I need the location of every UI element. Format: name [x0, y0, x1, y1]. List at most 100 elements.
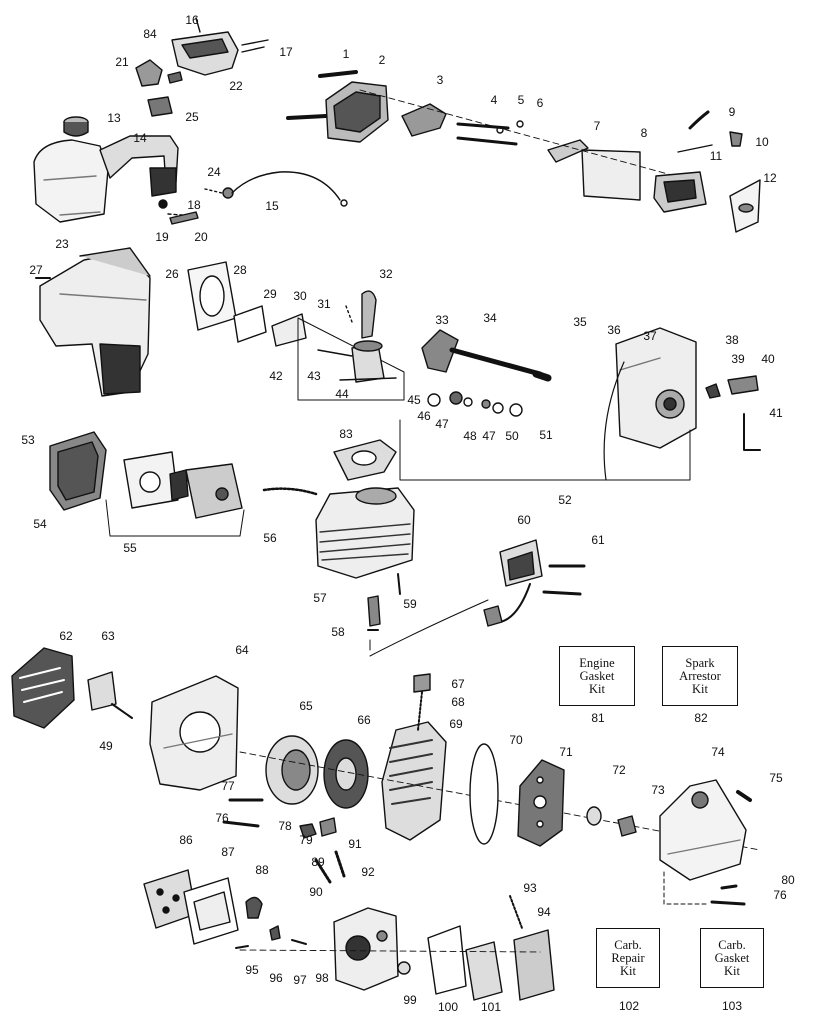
- kit-label-line: Kit: [589, 681, 605, 696]
- part-callout-number: 28: [233, 263, 247, 277]
- part-callout-number: 84: [143, 27, 157, 41]
- part-callout-number: 15: [265, 199, 279, 213]
- part-callout-number: 86: [179, 833, 193, 847]
- part-callout-number: 5: [517, 93, 525, 107]
- part-callout-number: 54: [33, 517, 47, 531]
- part-callout-number: 34: [483, 311, 497, 325]
- kit-label-line: Spark: [685, 655, 715, 670]
- part-callout-number: 57: [313, 591, 327, 605]
- carb-repair-kit-box: Carb. Repair Kit: [596, 928, 660, 988]
- part-callout-number: 61: [591, 533, 605, 547]
- part-callout-number: 63: [101, 629, 115, 643]
- kit-label-line: Repair: [611, 950, 645, 965]
- part-callout-number: 71: [559, 745, 573, 759]
- part-callout-number: 33: [435, 313, 449, 327]
- part-callout-number: 74: [711, 745, 725, 759]
- part-callout-number: 78: [278, 819, 292, 833]
- part-callout-number: 9: [728, 105, 736, 119]
- part-callout-number: 99: [403, 993, 417, 1007]
- part-callout-number: 79: [299, 833, 313, 847]
- muffler-assembly-part: [286, 70, 761, 233]
- part-callout-number: 62: [59, 629, 73, 643]
- kit-label-line: Kit: [724, 963, 740, 978]
- cylinder-part: [315, 439, 415, 631]
- part-callout-number: 8: [640, 126, 648, 140]
- part-callout-number: 20: [194, 230, 208, 244]
- part-callout-number: 17: [279, 45, 293, 59]
- part-callout-number: 19: [155, 230, 169, 244]
- part-callout-number: 27: [29, 263, 43, 277]
- spark-arrestor-kit-number: 82: [694, 711, 708, 725]
- part-callout-number: 60: [517, 513, 531, 527]
- part-callout-number: 48: [463, 429, 477, 443]
- part-callout-number: 65: [299, 699, 313, 713]
- kit-label-line: Gasket: [714, 950, 750, 965]
- part-callout-number: 80: [781, 873, 795, 887]
- part-callout-number: 18: [187, 198, 201, 212]
- part-callout-number: 58: [331, 625, 345, 639]
- part-callout-number: 40: [761, 352, 775, 366]
- part-callout-number: 76: [215, 811, 229, 825]
- part-callout-number: 95: [245, 963, 259, 977]
- engine-gasket-kit-box: Engine Gasket Kit: [559, 646, 635, 706]
- part-callout-number: 2: [378, 53, 386, 67]
- part-callout-number: 76: [773, 888, 787, 902]
- engine-gasket-kit-number: 81: [591, 711, 605, 725]
- part-callout-number: 101: [480, 1000, 502, 1014]
- part-callout-number: 69: [449, 717, 463, 731]
- part-callout-number: 4: [490, 93, 498, 107]
- part-callout-number: 30: [293, 289, 307, 303]
- part-callout-number: 39: [731, 352, 745, 366]
- kit-label-line: Carb.: [718, 937, 746, 952]
- part-callout-number: 73: [651, 783, 665, 797]
- part-callout-number: 31: [317, 297, 331, 311]
- part-callout-number: 68: [451, 695, 465, 709]
- part-callout-number: 96: [269, 971, 283, 985]
- part-callout-number: 21: [115, 55, 129, 69]
- part-callout-number: 93: [523, 881, 537, 895]
- kit-label-line: Arrestor: [679, 668, 721, 683]
- fuel-tank-part: [33, 135, 199, 225]
- part-callout-number: 49: [99, 739, 113, 753]
- part-callout-number: 1: [342, 47, 350, 61]
- clutch-and-fan-parts: [239, 673, 761, 851]
- part-callout-number: 94: [537, 905, 551, 919]
- part-callout-number: 38: [725, 333, 739, 347]
- part-callout-number: 44: [335, 387, 349, 401]
- part-callout-number: 36: [607, 323, 621, 337]
- part-callout-number: 70: [509, 733, 523, 747]
- kit-label-line: Kit: [620, 963, 636, 978]
- part-callout-number: 12: [763, 171, 777, 185]
- part-callout-number: 45: [407, 393, 421, 407]
- gasket-and-plate-parts: [187, 261, 307, 347]
- part-callout-number: 24: [207, 165, 221, 179]
- part-callout-number: 10: [755, 135, 769, 149]
- part-callout-number: 13: [107, 111, 121, 125]
- flywheel-part: [11, 647, 133, 729]
- part-callout-number: 89: [311, 855, 325, 869]
- part-callout-number: 50: [505, 429, 519, 443]
- carb-gasket-kit-box: Carb. Gasket Kit: [700, 928, 764, 988]
- part-callout-number: 59: [403, 597, 417, 611]
- drive-assembly-parts: [469, 743, 752, 906]
- part-callout-number: 51: [539, 428, 553, 442]
- part-callout-number: 67: [451, 677, 465, 691]
- part-callout-number: 37: [643, 329, 657, 343]
- part-callout-number: 77: [221, 779, 235, 793]
- part-callout-number: 11: [709, 149, 723, 163]
- part-callout-number: 90: [309, 885, 323, 899]
- part-callout-number: 56: [263, 531, 277, 545]
- part-callout-number: 87: [221, 845, 235, 859]
- part-callout-number: 83: [339, 427, 353, 441]
- fuel-line-part: [204, 171, 348, 207]
- piston-and-rod-parts: [297, 290, 405, 401]
- part-callout-number: 91: [348, 837, 362, 851]
- crankcase-housing-part: [399, 327, 761, 481]
- air-filter-parts: [49, 431, 318, 537]
- part-callout-number: 52: [558, 493, 572, 507]
- part-callout-number: 14: [133, 131, 147, 145]
- part-callout-number: 72: [612, 763, 626, 777]
- carb-repair-kit-number: 102: [618, 999, 640, 1013]
- kit-label-line: Engine: [579, 655, 615, 670]
